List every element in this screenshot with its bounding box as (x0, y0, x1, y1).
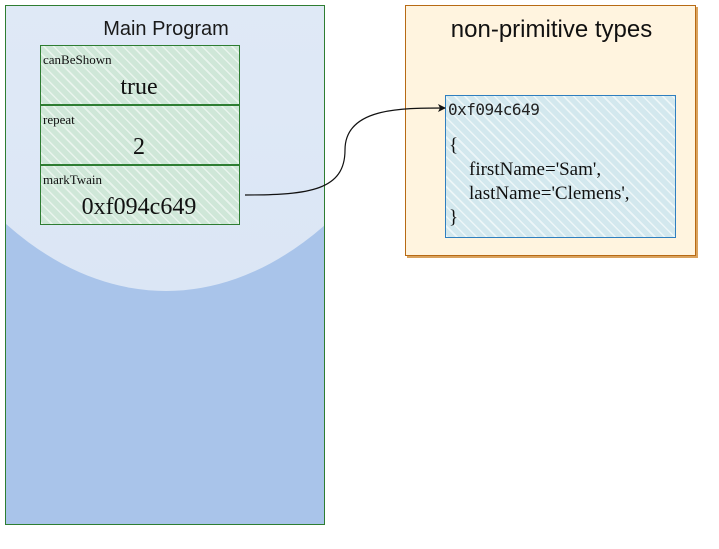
variable-value: 2 (133, 134, 145, 160)
heap-title: non-primitive types (450, 16, 653, 43)
variable-name: markTwain (43, 172, 103, 187)
variable-cell-marktwain: markTwain 0xf094c649 (40, 165, 240, 225)
object-field-lastname: lastName='Clemens', (469, 183, 630, 204)
object-open-brace: { (449, 135, 459, 156)
heap-object: 0xf094c649 { firstName='Sam', lastName='… (445, 95, 676, 238)
variable-value: true (120, 74, 158, 100)
frame-title: Main Program (103, 18, 229, 40)
object-field-firstname: firstName='Sam', (469, 159, 602, 180)
object-body: { firstName='Sam', lastName='Clemens', } (449, 134, 630, 230)
variable-name: repeat (43, 112, 75, 127)
variable-cell-repeat: repeat 2 (40, 105, 240, 165)
object-address: 0xf094c649 (448, 100, 540, 119)
variable-value: 0xf094c649 (81, 194, 197, 220)
object-close-brace: } (449, 207, 459, 228)
variable-cell-canbeshown: canBeShown true (40, 45, 240, 105)
variable-name: canBeShown (43, 52, 112, 67)
